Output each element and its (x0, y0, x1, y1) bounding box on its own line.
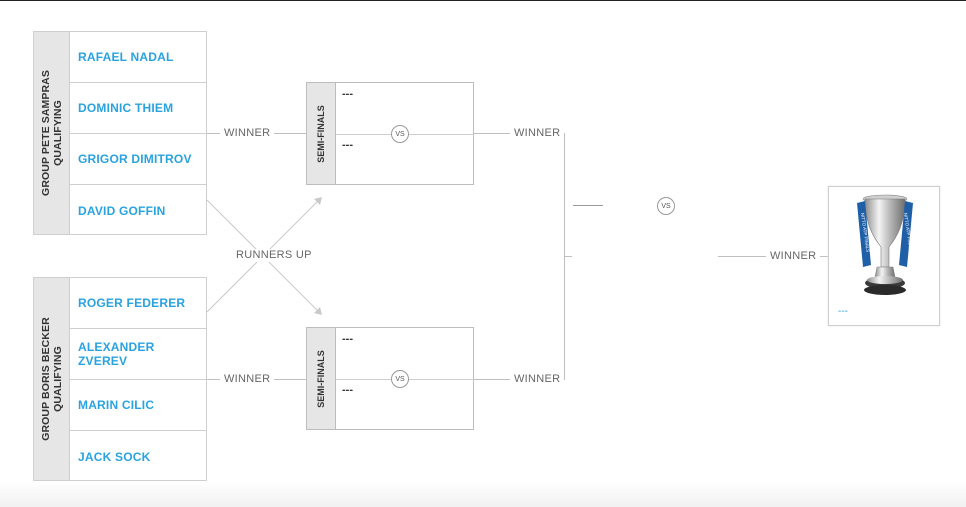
semifinal-label-panel: SEMI-FINALS (307, 328, 336, 429)
player-alexander-zverev[interactable]: ALEXANDER ZVEREV (70, 329, 207, 380)
semifinal-1: SEMI-FINALS --- --- VS (306, 82, 474, 185)
champion-box: NITTO ATP FINALS NITTO ATP FINALS --- (828, 186, 940, 326)
connector-line (564, 256, 572, 257)
group-label-panel: GROUP BORIS BECKER QUALIFYING (34, 278, 70, 480)
arrow-icon (314, 197, 322, 205)
vs-badge: VS (391, 370, 409, 388)
group-boris-becker: GROUP BORIS BECKER QUALIFYING ROGER FEDE… (33, 277, 207, 481)
winner-label: WINNER (220, 127, 275, 140)
player-david-goffin[interactable]: DAVID GOFFIN (78, 203, 166, 218)
arrow-icon (314, 307, 322, 315)
final-slot-line (573, 205, 603, 206)
player-roger-federer[interactable]: ROGER FEDERER (70, 278, 207, 329)
winner-label: WINNER (766, 250, 821, 263)
svg-text:NITTO ATP FINALS: NITTO ATP FINALS (903, 212, 913, 252)
vs-badge: VS (391, 125, 409, 143)
semifinal-label: SEMI-FINALS (316, 349, 326, 408)
semifinal-slot: --- (342, 139, 353, 151)
page-bottom (0, 482, 966, 507)
semifinal-label-panel: SEMI-FINALS (307, 83, 336, 184)
semifinal-slot: --- (342, 384, 353, 396)
group-label-panel: GROUP PETE SAMPRAS QUALIFYING (34, 32, 70, 234)
top-border (0, 0, 966, 1)
winner-label: WINNER (510, 127, 565, 140)
player-rafael-nadal[interactable]: RAFAEL NADAL (70, 32, 207, 83)
semifinal-2: SEMI-FINALS --- --- VS (306, 327, 474, 430)
svg-text:NITTO ATP FINALS: NITTO ATP FINALS (860, 212, 870, 252)
group-pete-sampras: GROUP PETE SAMPRAS QUALIFYING RAFAEL NAD… (33, 31, 207, 235)
semifinal-label: SEMI-FINALS (316, 104, 326, 163)
semifinal-slot: --- (342, 333, 353, 345)
player-jack-sock[interactable]: JACK SOCK (78, 449, 151, 464)
winner-label: WINNER (510, 373, 565, 386)
runners-up-label: RUNNERS UP (232, 249, 316, 262)
trophy-icon: NITTO ATP FINALS NITTO ATP FINALS (857, 194, 913, 295)
player-dominic-thiem[interactable]: DOMINIC THIEM (70, 83, 207, 134)
player-grigor-dimitrov[interactable]: GRIGOR DIMITROV (70, 134, 207, 185)
vs-badge: VS (657, 197, 675, 215)
champion-name[interactable]: --- (838, 306, 848, 317)
player-marin-cilic[interactable]: MARIN CILIC (70, 380, 207, 431)
group-label: GROUP BORIS BECKER QUALIFYING (39, 317, 64, 441)
winner-label: WINNER (220, 373, 275, 386)
semifinal-slot: --- (342, 88, 353, 100)
group-label: GROUP PETE SAMPRAS QUALIFYING (39, 70, 64, 196)
